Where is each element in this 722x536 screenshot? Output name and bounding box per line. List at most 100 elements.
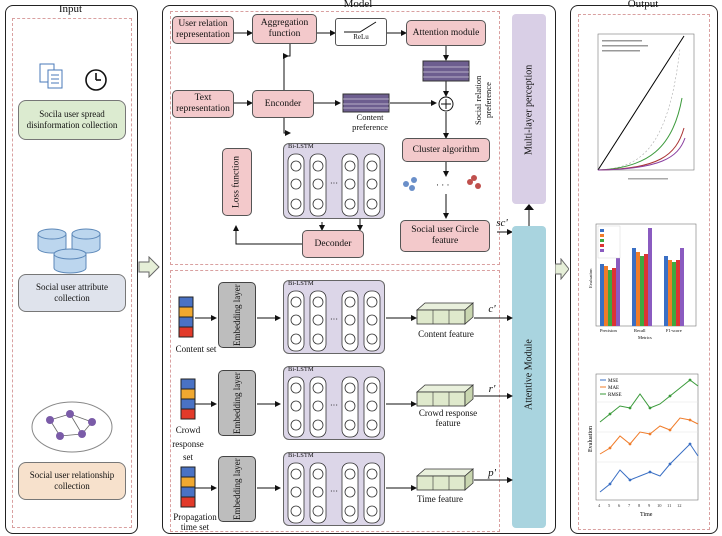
legend-rmse: RMSE — [608, 393, 622, 398]
model-to-output-arrow — [555, 258, 569, 280]
svg-text:···: ··· — [330, 315, 338, 324]
model-title: Model — [343, 0, 373, 10]
encoder-label: Enconder — [264, 98, 302, 109]
attribute-collection-label: Social user attribute collection — [36, 282, 108, 303]
attention-module-box: Attention module — [406, 20, 486, 46]
output-line-chart: MSE MAE RMSE Time Evaluation 4 5 6 7 8 9 10 11 1… — [588, 373, 699, 518]
crowd-bilstm-label: Bi-LSTM — [288, 366, 314, 373]
social-preference-vector-icon — [422, 60, 470, 82]
text-repr-label: Text representation — [176, 93, 230, 114]
crowd-feature-label: Crowd response feature — [418, 408, 478, 429]
svg-text:12: 12 — [677, 503, 682, 508]
clock-icon — [85, 69, 107, 91]
embedding-label-content: Embedding layer — [232, 284, 242, 346]
line-ylabel: Evaluation — [588, 426, 594, 452]
relu-graph-icon — [344, 21, 377, 33]
time-feature-tensor-icon — [416, 468, 474, 491]
output-bar-chart: Precision Recall F1-score Metrics Evalua… — [588, 223, 697, 340]
circle-feature-box: Social user Circle feature — [400, 220, 490, 252]
time-set-icon — [180, 466, 196, 508]
svg-text:···: ··· — [330, 179, 338, 188]
crowd-set-icon — [180, 378, 196, 420]
attentive-module-box — [512, 226, 546, 528]
embedding-layer-content: Embedding layer — [218, 282, 256, 348]
aggregation-label: Aggregation function — [260, 18, 309, 39]
sc-prime-label: sc' — [496, 217, 508, 229]
content-feature-label: Content feature — [418, 329, 474, 339]
time-bilstm-label: Bi-LSTM — [288, 452, 314, 459]
svg-text:11: 11 — [667, 503, 671, 508]
svg-text:· · ·: · · · — [436, 180, 450, 190]
r-prime-label: r' — [488, 383, 496, 395]
bar-cat-1: Precision — [600, 328, 617, 333]
attribute-collection-box: Social user attribute collection — [18, 274, 126, 312]
bar-xlabel: Metrics — [638, 335, 652, 340]
svg-text:10: 10 — [657, 503, 662, 508]
input-dashed-area — [12, 18, 132, 528]
embedding-label-crowd: Embedding layer — [232, 372, 242, 434]
attentive-to-mlp-arrow — [524, 204, 534, 226]
legend-mae: MAE — [608, 386, 619, 391]
content-bilstm-cells: ··· — [287, 290, 381, 352]
model-lower-dashed-area — [170, 270, 500, 532]
crowd-feature-tensor-icon — [416, 384, 474, 407]
legend-mse: MSE — [608, 379, 618, 384]
bar-group — [600, 228, 684, 326]
content-preference-vector-icon — [342, 93, 390, 113]
svg-text:7: 7 — [628, 503, 631, 508]
output-title: Output — [627, 0, 659, 10]
content-set-icon — [178, 296, 194, 338]
documents-icon — [39, 63, 63, 89]
aggregation-function-box: Aggregation function — [252, 14, 317, 44]
upper-bilstm-label: Bi-LSTM — [288, 143, 314, 150]
time-feature-label: Time feature — [417, 494, 463, 504]
text-representation-box: Text representation — [172, 90, 234, 118]
bar-cat-2: Recall — [634, 328, 646, 333]
input-to-model-arrow — [138, 256, 160, 278]
database-icon — [37, 228, 101, 274]
upper-bilstm-cells: ··· — [287, 153, 381, 217]
network-icon — [31, 401, 113, 453]
content-preference-label: Content preference — [352, 112, 388, 132]
relationship-collection-box: Social user relationship collection — [18, 462, 126, 500]
decoder-label: Deconder — [314, 238, 352, 249]
content-feature-tensor-icon — [416, 302, 474, 325]
svg-text:···: ··· — [330, 487, 338, 496]
svg-text:5: 5 — [608, 503, 611, 508]
output-curve-chart — [597, 33, 695, 180]
svg-text:4: 4 — [598, 503, 601, 508]
content-set-label: Content set — [175, 344, 217, 354]
svg-text:6: 6 — [618, 503, 621, 508]
user-relation-representation-box: User relation representation — [172, 16, 234, 44]
input-title: Input — [58, 3, 83, 15]
relationship-collection-label: Social user relationship collection — [29, 470, 115, 491]
attention-label: Attention module — [412, 27, 480, 38]
p-prime-label: p' — [488, 467, 496, 479]
svg-text:8: 8 — [638, 503, 641, 508]
output-dashed-area — [578, 14, 710, 530]
embedding-layer-time: Embedding layer — [218, 456, 256, 522]
model-upper-dashed-area — [170, 11, 500, 265]
decoder-box: Deconder — [302, 230, 364, 258]
mlp-box — [512, 14, 546, 204]
content-bilstm-label: Bi-LSTM — [288, 280, 314, 287]
bar-cat-3: F1-score — [666, 328, 682, 333]
time-set-label: Propagation time set — [173, 512, 217, 533]
encoder-box: Enconder — [252, 90, 314, 118]
time-bilstm-cells: ··· — [287, 462, 381, 524]
crowd-bilstm-cells: ··· — [287, 376, 381, 438]
embedding-layer-crowd: Embedding layer — [218, 370, 256, 436]
bar-ylabel: Evaluation — [588, 268, 593, 288]
svg-text:···: ··· — [330, 401, 338, 410]
relu-label: ReLu — [353, 33, 369, 41]
user-relation-label: User relation representation — [176, 19, 230, 40]
line-xlabel: Time — [640, 512, 653, 518]
circle-feature-label: Social user Circle feature — [411, 225, 479, 246]
svg-text:9: 9 — [648, 503, 651, 508]
cluster-label: Cluster algorithm — [412, 144, 480, 155]
spread-collection-box: Socila user spread disinformation collec… — [18, 100, 126, 140]
embedding-label-time: Embedding layer — [232, 458, 242, 520]
c-prime-label: c' — [488, 303, 496, 315]
spread-collection-label: Socila user spread disinformation collec… — [26, 109, 118, 130]
